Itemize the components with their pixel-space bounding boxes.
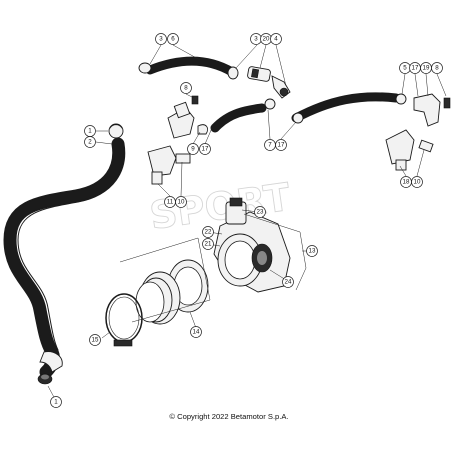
callout-1-bottom: 1: [50, 396, 62, 408]
bolt-8: [191, 95, 199, 105]
callout-label: 9: [191, 146, 195, 153]
o-ring-9: [197, 124, 209, 135]
callout-label: 13: [309, 248, 316, 255]
callout-2: 2: [84, 136, 96, 148]
callout-4: 4: [270, 33, 282, 45]
injector-lower: [147, 145, 191, 185]
callout-label: 17: [278, 142, 285, 149]
callout-17-right: 17: [409, 62, 421, 74]
callout-label: 24: [285, 279, 292, 286]
right-hose: [291, 92, 407, 124]
copyright-notice: © Copyright 2022 Betamotor S.p.A.: [169, 412, 289, 421]
callout-label: 1: [88, 128, 92, 135]
right-elbow-coupler: [413, 93, 451, 127]
callout-label: 1: [54, 399, 58, 406]
callout-9: 9: [187, 143, 199, 155]
hose-clamp-15: [105, 293, 143, 347]
callout-label: 8: [184, 85, 188, 92]
callout-23: 23: [254, 206, 266, 218]
callout-18: 18: [400, 176, 412, 188]
center-hose: [210, 98, 276, 133]
callout-label: 7: [268, 142, 272, 149]
callout-7: 7: [264, 139, 276, 151]
hose-elbow-bottom: [39, 351, 63, 373]
callout-label: 11: [167, 199, 174, 206]
callout-5: 5: [399, 62, 411, 74]
hose-clip-left: [138, 62, 152, 74]
callout-10-right: 10: [411, 176, 423, 188]
callout-8-left: 8: [180, 82, 192, 94]
callout-label: 10: [178, 199, 185, 206]
callout-3-mid: 3: [250, 33, 262, 45]
callout-label: 2: [88, 139, 92, 146]
callout-19: 19: [420, 62, 432, 74]
callout-24: 24: [282, 276, 294, 288]
callout-label: 3: [159, 36, 163, 43]
callout-label: 14: [193, 329, 200, 336]
injector-right: [385, 129, 434, 171]
callout-14: 14: [190, 326, 202, 338]
callout-1-top: 1: [84, 125, 96, 137]
callout-label: 4: [274, 36, 278, 43]
quick-coupler-top: [247, 66, 291, 99]
throttle-body: [213, 197, 291, 293]
callout-8-right: 8: [431, 62, 443, 74]
hose-clamp-bottom: [37, 373, 53, 385]
callout-label: 8: [435, 65, 439, 72]
callout-label: 5: [403, 65, 407, 72]
bolt-8-right: [443, 97, 451, 109]
injector-left: [167, 95, 209, 139]
callout-17-center: 17: [275, 139, 287, 151]
bracket-13: [243, 213, 307, 291]
callout-label: 17: [202, 146, 209, 153]
intake-rubber: [135, 259, 209, 325]
bracket-14: [119, 237, 211, 323]
callout-15: 15: [89, 334, 101, 346]
callout-label: 17: [412, 65, 419, 72]
callout-label: 15: [92, 337, 99, 344]
callout-label: 20: [263, 36, 270, 43]
callout-13: 13: [306, 245, 318, 257]
callout-label: 3: [254, 36, 258, 43]
callout-17-left: 17: [199, 143, 211, 155]
callout-10-left: 10: [175, 196, 187, 208]
callout-label: 18: [403, 179, 410, 186]
callout-label: 6: [171, 36, 175, 43]
hose-clamp-top: [108, 123, 124, 139]
callout-22: 22: [202, 226, 214, 238]
callout-label: 10: [414, 179, 421, 186]
callout-label: 21: [205, 241, 212, 248]
main-fuel-hose: [3, 137, 126, 379]
callout-6: 6: [167, 33, 179, 45]
callout-label: 19: [423, 65, 430, 72]
callout-3-left: 3: [155, 33, 167, 45]
hose-clip-mid: [227, 66, 239, 80]
right-clip-left: [292, 112, 304, 124]
right-clip-end: [395, 93, 407, 105]
upper-left-hose: [138, 56, 239, 80]
connector-right: [418, 139, 434, 153]
callout-label: 22: [205, 229, 212, 236]
callout-11: 11: [164, 196, 176, 208]
center-clip: [264, 98, 276, 110]
callout-20: 20: [260, 33, 272, 45]
callout-21: 21: [202, 238, 214, 250]
callout-label: 23: [257, 209, 264, 216]
connector-lower: [175, 153, 191, 164]
